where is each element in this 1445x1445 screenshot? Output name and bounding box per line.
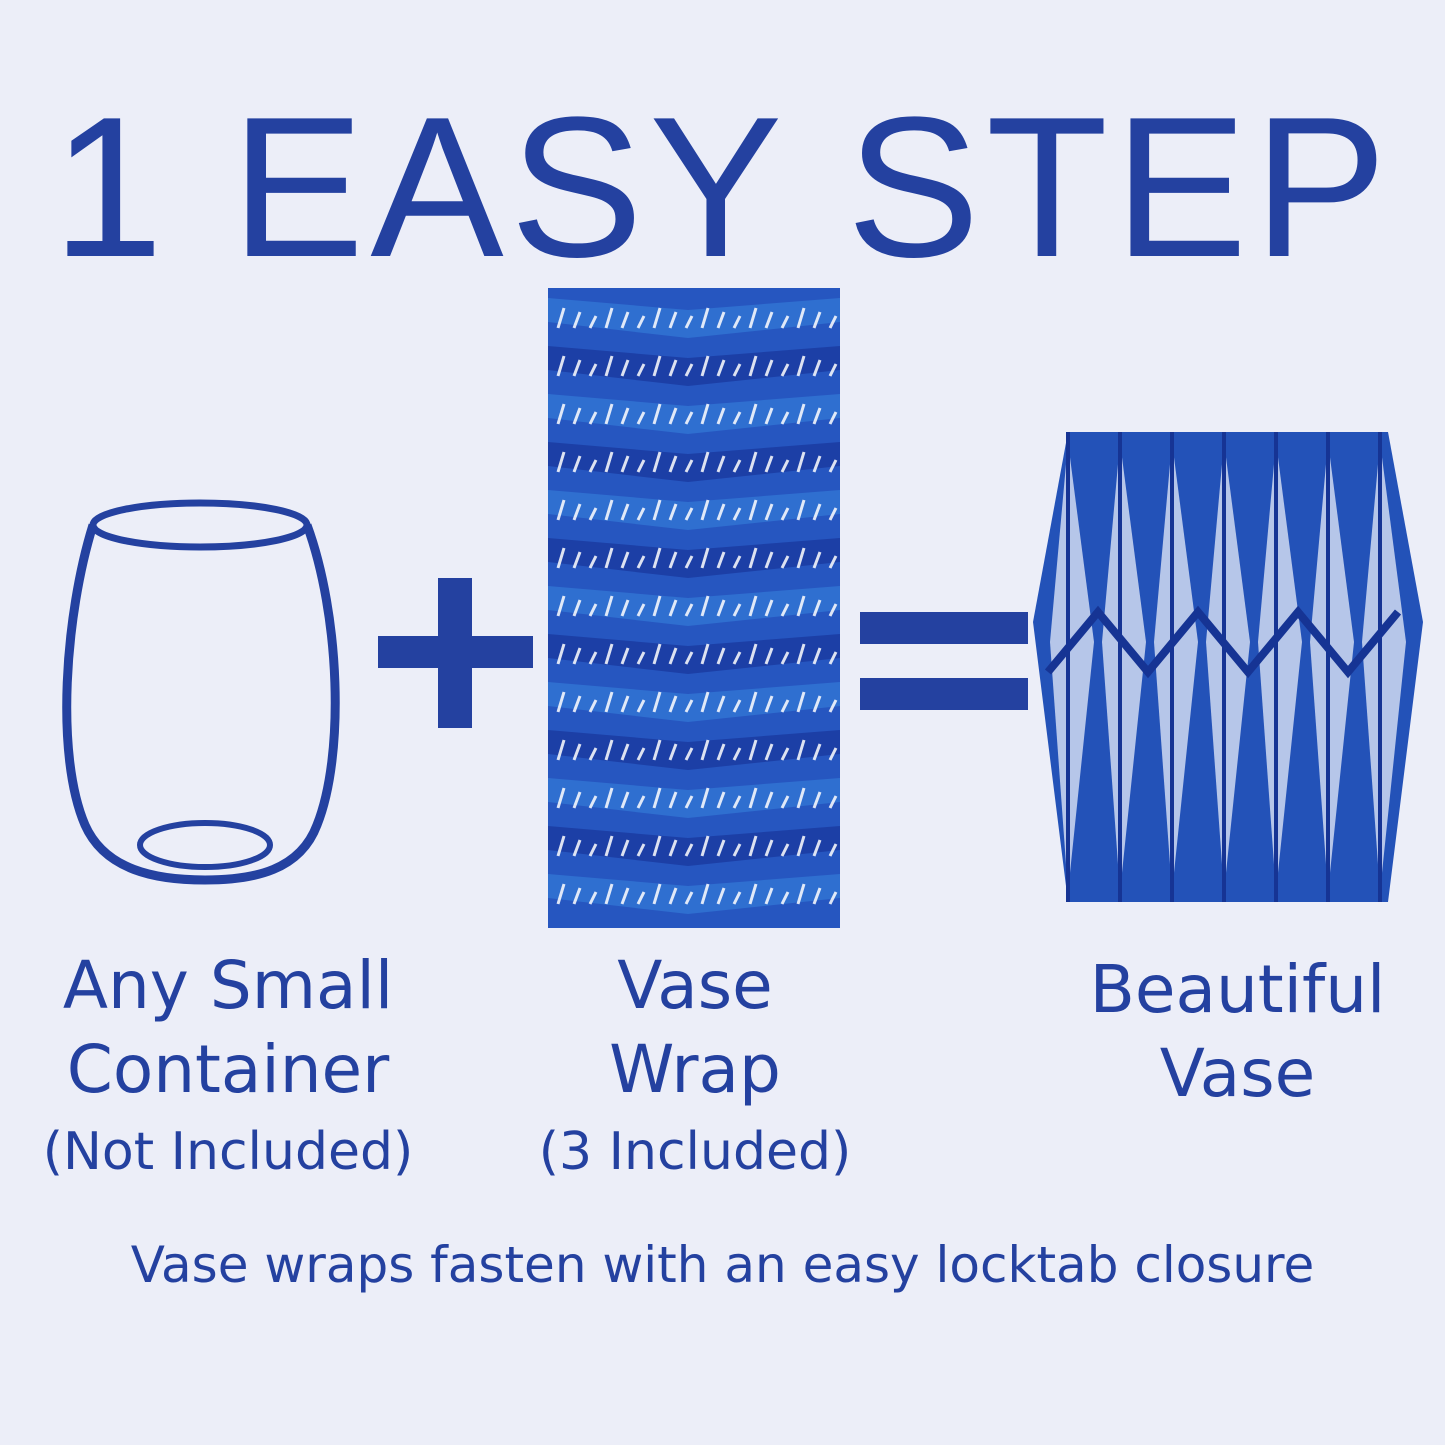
vase-wrap-label-line1: Vase [617, 947, 773, 1024]
container-label-line1: Any Small [62, 947, 394, 1024]
plus-icon [378, 578, 533, 728]
container-label-line2: Container [66, 1031, 390, 1108]
vase-wrap-image [548, 288, 840, 928]
vase-label: Beautiful Vase [1030, 948, 1445, 1116]
vase-wrap-label: Vase Wrap (3 Included) [490, 944, 900, 1192]
vase-label-line1: Beautiful [1089, 951, 1386, 1028]
container-label: Any Small Container (Not Included) [0, 944, 456, 1192]
equals-icon [860, 612, 1028, 710]
headline: 1 EASY STEP [52, 76, 1393, 299]
finished-vase-image [1033, 432, 1423, 902]
vase-wrap-label-line2: Wrap [609, 1031, 781, 1108]
vase-label-line2: Vase [1159, 1035, 1316, 1112]
glass-illustration [62, 499, 340, 885]
vase-wrap-note: (3 Included) [538, 1122, 852, 1182]
container-note: (Not Included) [42, 1122, 414, 1182]
footer-caption: Vase wraps fasten with an easy locktab c… [130, 1236, 1315, 1294]
